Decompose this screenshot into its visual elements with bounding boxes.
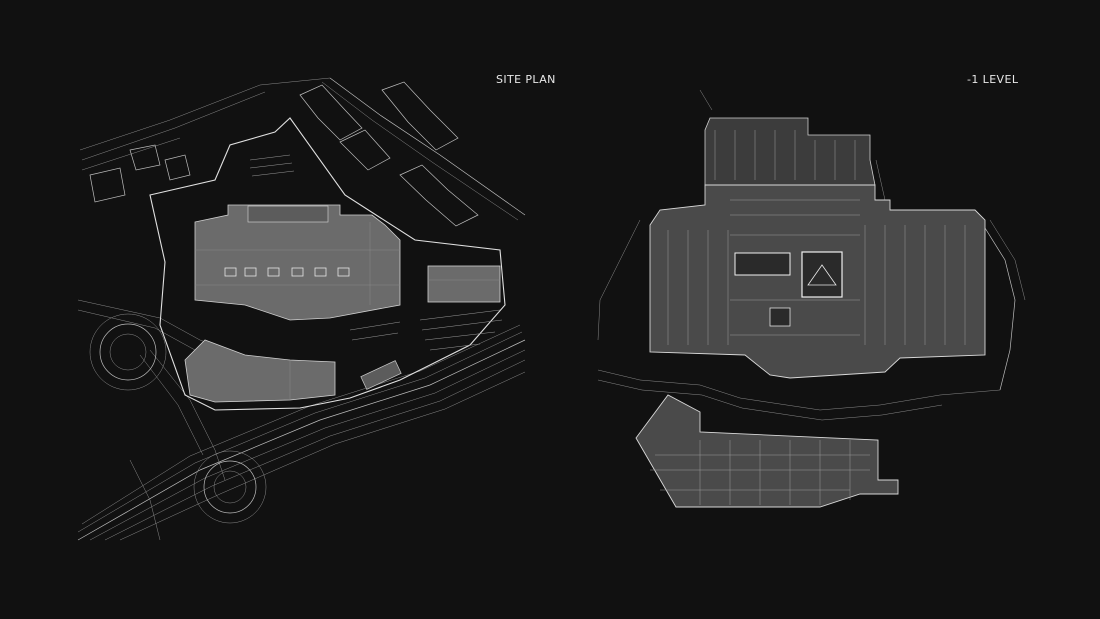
residential-blocks bbox=[89, 81, 479, 227]
level-north-annex bbox=[704, 117, 876, 186]
small-building bbox=[360, 360, 402, 390]
site-plan-drawing bbox=[77, 77, 526, 541]
site-plan-parking bbox=[249, 154, 503, 351]
level-south-parking bbox=[635, 394, 899, 508]
south-building bbox=[184, 339, 336, 403]
site-boundary bbox=[149, 117, 506, 411]
east-building bbox=[427, 265, 501, 303]
level-road-lines bbox=[597, 89, 1026, 421]
level-parking-stalls bbox=[667, 130, 966, 345]
site-plan-title: SITE PLAN bbox=[496, 73, 556, 86]
level-minus-1-title: -1 LEVEL bbox=[967, 73, 1019, 86]
site-plan-streets bbox=[77, 77, 526, 541]
main-building bbox=[194, 204, 401, 321]
level-south-stalls bbox=[650, 440, 870, 505]
roundabout-south bbox=[193, 450, 267, 524]
level-inner-courts bbox=[734, 251, 843, 327]
roundabout-west bbox=[89, 313, 167, 391]
level-minus-1-drawing bbox=[597, 89, 1026, 508]
